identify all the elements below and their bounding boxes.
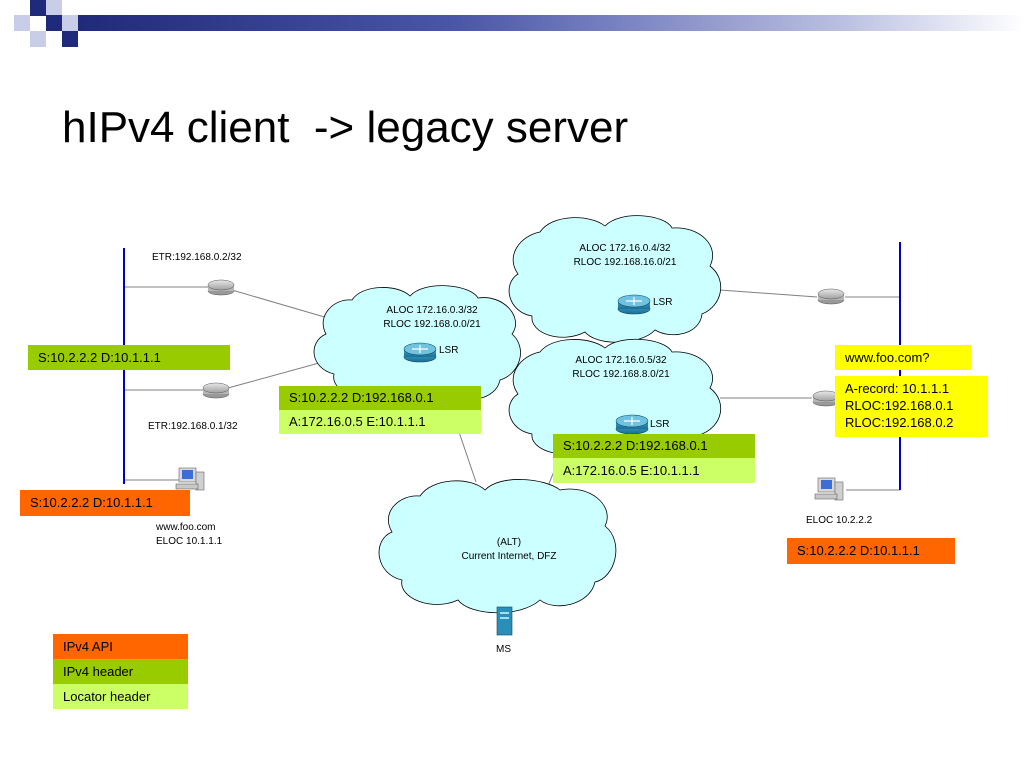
lsr-router-icon xyxy=(617,294,651,315)
slide-header-decoration xyxy=(0,0,1024,48)
packet-ipv4-header: S:10.2.2.2 D:192.168.0.1 xyxy=(553,434,755,458)
link-cloud-mid-to-alt xyxy=(458,431,477,483)
computer-icon xyxy=(814,477,844,501)
lsr-router-icon xyxy=(615,414,649,435)
dns-answer-box: A-record: 10.1.1.1 RLOC:192.168.0.1 RLOC… xyxy=(835,376,988,437)
server-icon xyxy=(496,606,513,636)
link-cloud-top-to-router xyxy=(719,289,818,298)
packet-ipv4-api: S:10.2.2.2 D:10.1.1.1 xyxy=(20,490,190,516)
cloud-alt-label: (ALT) Current Internet, DFZ xyxy=(424,536,594,564)
aloc-label: ALOC 172.16.0.3/32 xyxy=(386,305,478,316)
packet-locator-header: A:172.16.0.5 E:10.1.1.1 xyxy=(279,410,481,434)
link-etr-bottom-to-cloud-mid xyxy=(227,359,331,389)
lsr-label: LSR xyxy=(653,297,673,308)
alt-label: (ALT) xyxy=(496,537,522,548)
router-icon xyxy=(202,382,230,399)
etr-bottom-label: ETR:192.168.0.1/32 xyxy=(148,421,238,432)
router-icon xyxy=(817,288,845,305)
header-gradient-bar xyxy=(78,15,1024,31)
legend-item-locator-header: Locator header xyxy=(53,684,188,709)
client-eloc-label: ELOC 10.1.1.1 xyxy=(156,536,223,547)
rloc-label: RLOC 192.168.8.0/21 xyxy=(572,369,670,380)
packet-ipv4-api: S:10.2.2.2 D:10.1.1.1 xyxy=(787,538,955,564)
aloc-label: ALOC 172.16.0.5/32 xyxy=(575,355,667,366)
client-name-label: www.foo.com xyxy=(156,522,216,533)
cloud-alt xyxy=(378,479,617,614)
rloc-label: RLOC 192.168.16.0/21 xyxy=(573,257,677,268)
slide-title: hIPv4 client -> legacy server xyxy=(62,103,629,152)
cloud-right-label: ALOC 172.16.0.5/32 RLOC 192.168.8.0/21 xyxy=(536,354,706,382)
legend-item-ipv4-header: IPv4 header xyxy=(53,659,188,684)
lsr-label: LSR xyxy=(650,419,670,430)
packet-ipv4-header: S:10.2.2.2 D:192.168.0.1 xyxy=(279,386,481,410)
legend-item-ipv4-api: IPv4 API xyxy=(53,634,188,659)
computer-icon xyxy=(175,467,205,491)
router-icon xyxy=(207,279,235,296)
dns-a-record: A-record: 10.1.1.1 xyxy=(845,381,950,396)
packet-ipv4-header: S:10.2.2.2 D:10.1.1.1 xyxy=(28,345,230,370)
cloud-mid-label: ALOC 172.16.0.3/32 RLOC 192.168.0.0/21 xyxy=(347,304,517,332)
aloc-label: ALOC 172.16.0.4/32 xyxy=(579,243,671,254)
clouds xyxy=(313,215,722,614)
rloc-label: RLOC 192.168.0.0/21 xyxy=(383,319,481,330)
ms-label: MS xyxy=(496,644,511,655)
lsr-label: LSR xyxy=(439,345,459,356)
dns-query-box: www.foo.com? xyxy=(835,345,971,370)
cloud-top xyxy=(508,215,722,343)
internet-label: Current Internet, DFZ xyxy=(461,551,557,562)
lsr-router-icon xyxy=(403,342,437,363)
dns-rloc-2: RLOC:192.168.0.2 xyxy=(845,415,954,430)
packet-locator-header: A:172.16.0.5 E:10.1.1.1 xyxy=(553,458,755,483)
server-eloc-label: ELOC 10.2.2.2 xyxy=(806,515,873,526)
dns-rloc-1: RLOC:192.168.0.1 xyxy=(845,398,954,413)
etr-top-label: ETR:192.168.0.2/32 xyxy=(152,252,242,263)
cloud-top-label: ALOC 172.16.0.4/32 RLOC 192.168.16.0/21 xyxy=(540,242,710,270)
